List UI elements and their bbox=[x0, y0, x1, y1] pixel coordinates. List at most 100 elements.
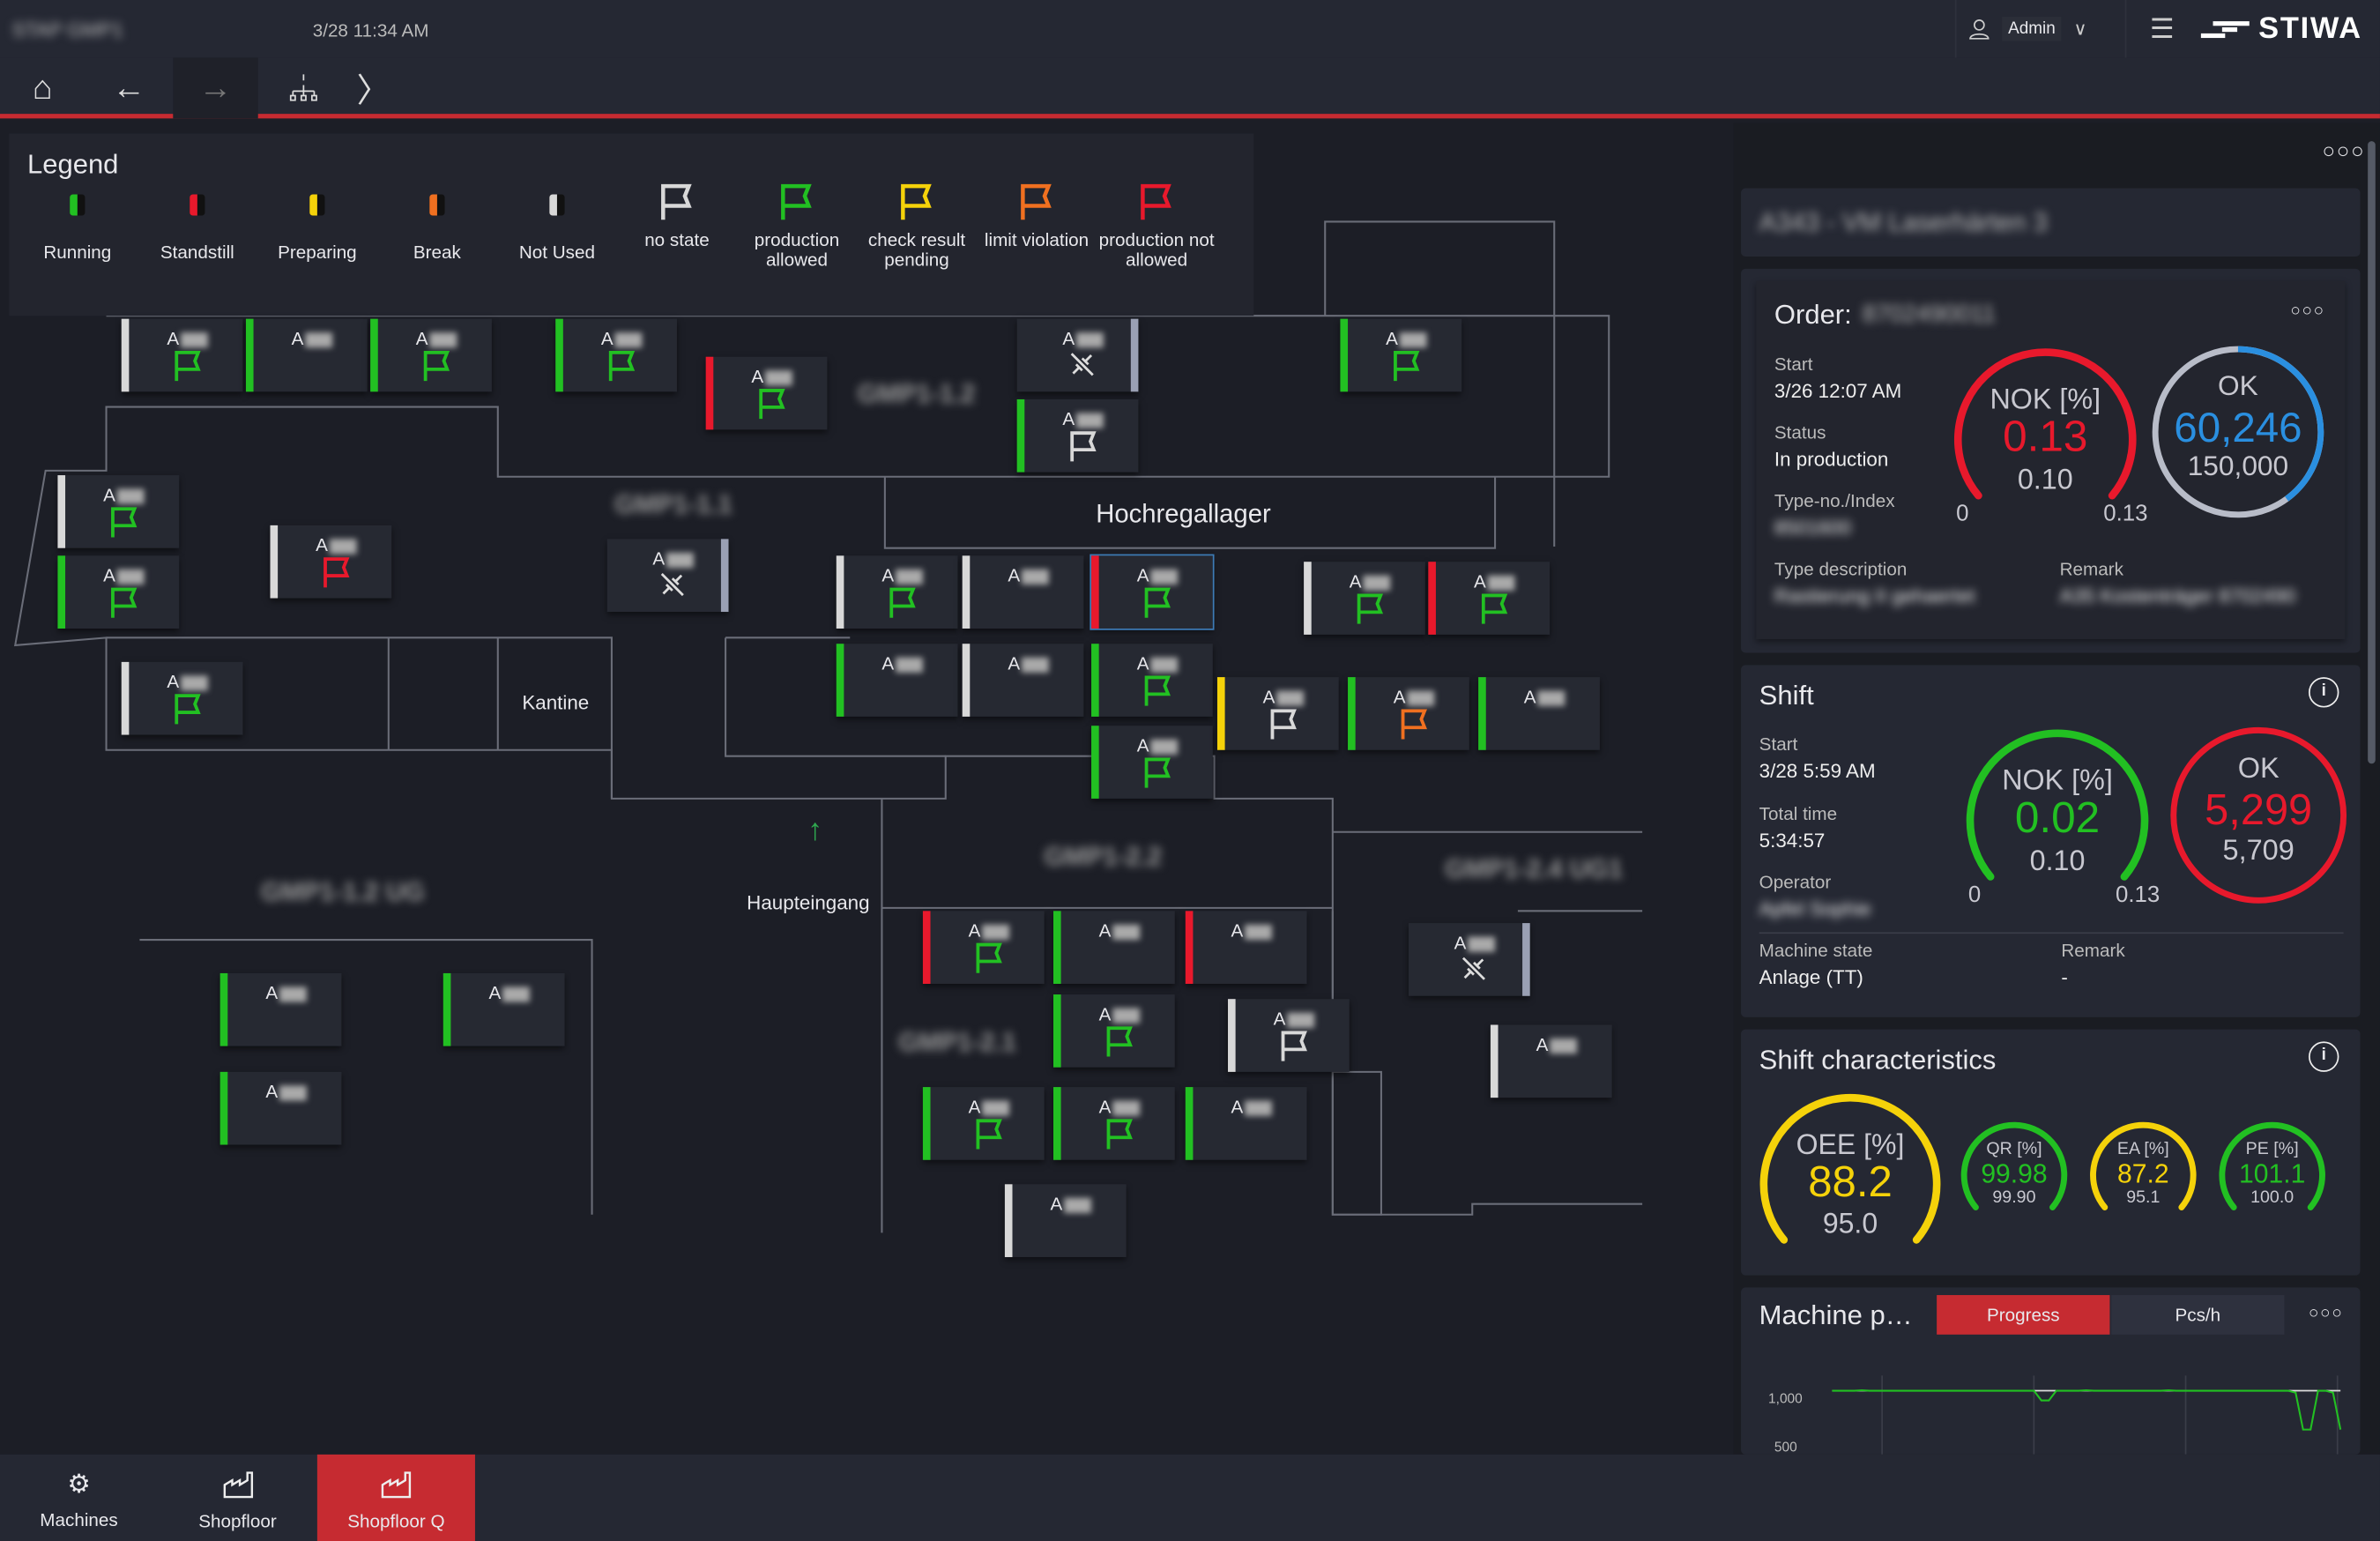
machine-tile[interactable]: A bbox=[443, 972, 565, 1046]
label: Status bbox=[1774, 421, 1826, 443]
machine-tile[interactable]: A bbox=[1490, 1024, 1612, 1098]
machine-tile[interactable]: A bbox=[1052, 994, 1175, 1068]
machine-name: A bbox=[1008, 565, 1049, 586]
tab-pcs-per-hour[interactable]: Pcs/h bbox=[2111, 1295, 2285, 1335]
machine-tile[interactable]: A bbox=[1004, 1184, 1127, 1257]
gauge-label: NOK [%] bbox=[1990, 382, 2101, 415]
status-bar bbox=[1091, 555, 1099, 629]
info-icon[interactable]: i bbox=[2309, 677, 2339, 708]
status-bar bbox=[836, 644, 844, 717]
machine-tile[interactable]: A bbox=[922, 1087, 1045, 1160]
machine-tile[interactable]: A bbox=[1052, 1087, 1175, 1160]
legend-label: Preparing bbox=[278, 241, 357, 263]
bottom-tab[interactable]: Shopfloor Q bbox=[316, 1454, 475, 1541]
tab-progress[interactable]: Progress bbox=[1937, 1295, 2110, 1335]
bottom-tab[interactable]: ⚙Machines bbox=[0, 1455, 158, 1541]
status-bar bbox=[1348, 677, 1356, 750]
bottom-tab[interactable]: Shopfloor bbox=[159, 1455, 316, 1541]
machine-tile[interactable]: A bbox=[962, 555, 1084, 629]
machine-tile[interactable]: A bbox=[1016, 398, 1139, 473]
info-icon[interactable]: i bbox=[2309, 1041, 2339, 1072]
machine-tile[interactable]: A bbox=[1091, 644, 1213, 717]
machine-name: A bbox=[969, 920, 1010, 942]
scrollbar[interactable] bbox=[2368, 141, 2376, 764]
kpi-gauge: QR [%] 99.98 99.90 bbox=[1957, 1118, 2072, 1233]
status-bar bbox=[1304, 562, 1312, 635]
machine-name: A bbox=[167, 328, 208, 349]
machine-name: A bbox=[751, 366, 792, 387]
machine-tile[interactable]: A bbox=[1090, 554, 1215, 630]
breadcrumb-chevron-icon[interactable]: 〉 bbox=[356, 71, 390, 109]
status-bar bbox=[57, 555, 66, 629]
status-bar bbox=[57, 475, 66, 548]
status-bar bbox=[1228, 999, 1236, 1072]
legend-item: check result pending bbox=[856, 183, 978, 270]
machine-tile[interactable]: A bbox=[121, 318, 243, 392]
machine-tile[interactable]: A bbox=[270, 525, 392, 599]
machine-tile[interactable]: A bbox=[606, 539, 729, 613]
machine-tile[interactable]: A bbox=[1216, 677, 1339, 750]
gauge-max: 0.13 bbox=[2115, 881, 2161, 908]
machine-tile[interactable]: A bbox=[1185, 1087, 1307, 1160]
machine-name: A bbox=[1099, 920, 1141, 942]
machine-tile[interactable]: A bbox=[219, 972, 342, 1046]
gears-icon: ⚙ bbox=[67, 1470, 91, 1499]
machine-tile[interactable]: A bbox=[1478, 677, 1600, 750]
back-button[interactable]: ← bbox=[86, 57, 171, 118]
machine-name: A bbox=[265, 982, 307, 1003]
machine-tile[interactable]: A bbox=[1052, 911, 1175, 984]
flag-icon bbox=[661, 183, 692, 220]
machine-tile[interactable]: A bbox=[836, 555, 958, 629]
status-bar bbox=[1340, 318, 1349, 392]
status-lamp-icon bbox=[309, 194, 325, 216]
status-bar bbox=[219, 1071, 228, 1145]
user-menu[interactable]: Admin ∨ bbox=[1954, 0, 2125, 58]
status-bar bbox=[962, 644, 971, 717]
machine-tile[interactable]: A bbox=[370, 318, 492, 392]
hamburger-menu-icon[interactable]: ☰ bbox=[2124, 0, 2198, 58]
gauge-min: 0 bbox=[1956, 500, 1969, 526]
machine-tile[interactable]: A bbox=[57, 475, 180, 548]
label: Start bbox=[1774, 354, 1813, 376]
machine-tile[interactable]: A bbox=[1016, 318, 1139, 392]
machine-tile[interactable]: A bbox=[1185, 911, 1307, 984]
hochregallager-label: Hochregallager bbox=[1096, 499, 1271, 529]
gauge-value: 101.1 bbox=[2239, 1158, 2306, 1190]
machine-tile[interactable]: A bbox=[555, 318, 677, 392]
machine-tile[interactable]: A bbox=[1408, 923, 1530, 996]
progress-more-icon[interactable]: ○○○ bbox=[2309, 1304, 2344, 1323]
order-more-icon[interactable]: ○○○ bbox=[2290, 302, 2325, 321]
legend-item: Running bbox=[17, 194, 138, 262]
forward-button[interactable]: → bbox=[173, 57, 258, 119]
machine-tile[interactable]: A bbox=[1304, 562, 1425, 635]
status-bar bbox=[1091, 726, 1099, 799]
machine-tile[interactable]: A bbox=[219, 1071, 342, 1145]
machine-tile[interactable]: A bbox=[1091, 726, 1213, 799]
hierarchy-button[interactable] bbox=[261, 57, 346, 118]
more-options-icon[interactable]: ○○○ bbox=[2322, 138, 2366, 163]
machine-name: A bbox=[292, 328, 333, 349]
machine-tile[interactable]: A bbox=[245, 318, 368, 392]
arrow-right-icon: → bbox=[198, 68, 233, 107]
nav-bar: ⌂ ← → 〉 bbox=[0, 57, 2380, 119]
kpi-gauge: PE [%] 101.1 100.0 bbox=[2214, 1118, 2330, 1233]
machine-tile[interactable]: A bbox=[836, 644, 958, 717]
machine-name: A bbox=[1099, 1096, 1141, 1118]
shift-total-time: 5:34:57 bbox=[1759, 829, 1826, 852]
machine-tile[interactable]: A bbox=[705, 356, 828, 430]
order-card: Order: 8702490011 ○○○ Start 3/26 12:07 A… bbox=[1741, 268, 2361, 653]
machine-tile[interactable]: A bbox=[1340, 318, 1462, 392]
home-button[interactable]: ⌂ bbox=[0, 57, 85, 118]
shift-ok-gauge: OK 5,299 5,709 bbox=[2169, 726, 2348, 904]
machine-tile[interactable]: A bbox=[57, 555, 180, 629]
progress-series bbox=[1832, 1388, 2342, 1431]
area-label: GMP1-2.1 bbox=[898, 1027, 1016, 1057]
machine-tile[interactable]: A bbox=[922, 911, 1045, 984]
machine-tile[interactable]: A bbox=[1228, 999, 1350, 1072]
machine-tile[interactable]: A bbox=[121, 661, 243, 735]
machine-name: A bbox=[1062, 328, 1104, 349]
machine-tile[interactable]: A bbox=[1428, 562, 1551, 635]
machine-tile[interactable]: A bbox=[962, 644, 1084, 717]
machine-tile[interactable]: A bbox=[1348, 677, 1469, 750]
gauge-label: PE [%] bbox=[2245, 1140, 2299, 1159]
